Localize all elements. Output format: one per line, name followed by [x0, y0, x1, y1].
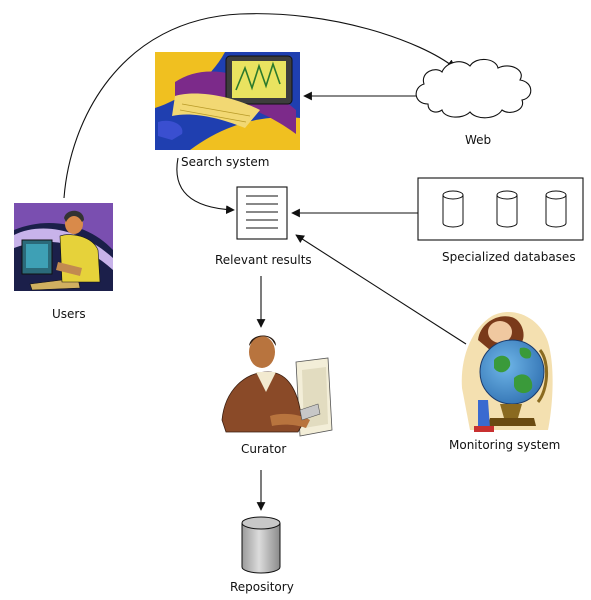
edge-search-system-to-results — [176, 157, 235, 215]
edge-monitoring-to-results — [295, 234, 467, 345]
web-label: Web — [465, 133, 492, 147]
users-label: Users — [52, 307, 86, 321]
monitoring-system-label: Monitoring system — [449, 438, 561, 452]
repository-label: Repository — [230, 580, 294, 594]
database-cylinder-icon — [442, 190, 464, 228]
repository-cylinder-icon — [241, 516, 281, 574]
specialized-databases-label: Specialized databases — [442, 250, 576, 264]
curator-illustration — [221, 335, 333, 437]
database-cylinder-icon — [545, 190, 567, 228]
web-cloud-icon — [415, 58, 532, 119]
users-illustration — [14, 203, 113, 291]
relevant-results-document-icon — [236, 186, 288, 240]
relevant-results-label: Relevant results — [215, 253, 312, 267]
curator-label: Curator — [241, 442, 287, 456]
search-system-illustration — [155, 52, 300, 150]
edge-users-to-web — [63, 13, 456, 199]
database-cylinder-icon — [496, 190, 518, 228]
search-system-label: Search system — [181, 155, 270, 169]
monitoring-system-illustration — [461, 312, 553, 432]
specialized-databases-box — [417, 177, 584, 241]
edges — [63, 13, 467, 511]
